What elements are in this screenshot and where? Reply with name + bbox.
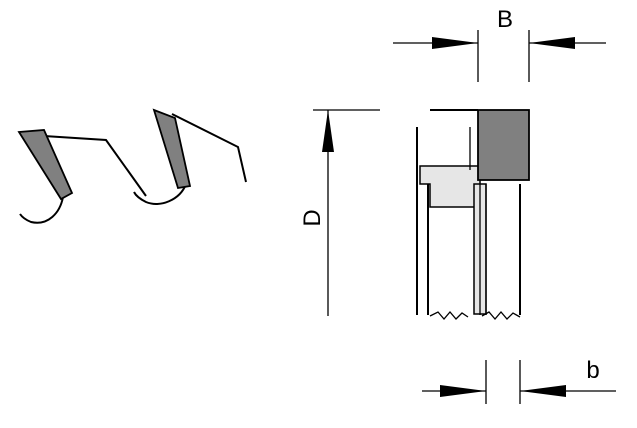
saw-teeth-profile [17, 108, 247, 224]
arrowhead-b-right [529, 37, 575, 49]
body-lines [469, 127, 487, 315]
arrowhead-b-lower-right [520, 385, 566, 397]
carbide-tip-1 [17, 129, 74, 201]
break-line-right [481, 311, 521, 320]
dimension-b-upper: B [393, 6, 606, 82]
blade-cross-section [416, 109, 530, 320]
arrowhead-b-lower-left [440, 385, 486, 397]
blade-outline [19, 113, 247, 224]
label-b-lower: b [586, 357, 599, 384]
break-line-left [429, 311, 469, 320]
arrowhead-b-left [432, 37, 478, 49]
blade-plate-outline [416, 109, 521, 315]
carbide-block [477, 109, 530, 181]
carbide-tip-2 [152, 108, 192, 190]
label-b-upper: B [497, 6, 513, 33]
label-d: D [299, 209, 326, 226]
dimension-d: D [299, 109, 380, 316]
dimension-b-lower: b [422, 357, 616, 404]
arrowhead-d-top [322, 110, 334, 152]
